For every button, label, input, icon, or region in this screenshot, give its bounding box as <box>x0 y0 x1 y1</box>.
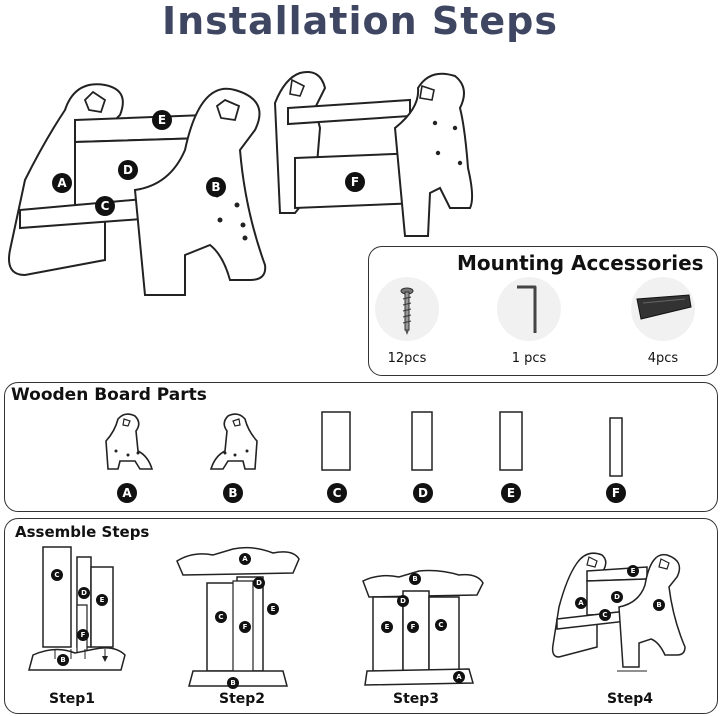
accessory-screw: 12pcs <box>375 277 439 366</box>
part-label-c: C <box>327 483 347 503</box>
page-title: Installation Steps <box>161 0 558 43</box>
hero-badge-d: D <box>118 160 138 180</box>
svg-text:F: F <box>81 631 86 639</box>
part-d-illustration <box>411 411 433 471</box>
assembled-stool-illustration: E D A C B <box>8 83 267 296</box>
step3-illustration: B D E F C A <box>362 569 484 686</box>
accessory-allen-key-qty: 1 pcs <box>511 351 547 366</box>
svg-text:F: F <box>411 623 416 631</box>
hero-badge-a: A <box>52 173 72 193</box>
svg-text:F: F <box>351 175 359 189</box>
accessory-felt-pad: 4pcs <box>631 277 695 366</box>
svg-text:B: B <box>230 679 235 687</box>
accessory-screw-qty: 12pcs <box>387 351 427 366</box>
felt-pad-icon <box>631 277 695 341</box>
svg-text:C: C <box>218 613 223 621</box>
svg-text:C: C <box>54 571 59 579</box>
part-label-e: E <box>501 483 521 503</box>
part-a-illustration <box>105 413 154 470</box>
part-label-a: A <box>117 483 137 503</box>
part-e-illustration <box>499 411 523 471</box>
svg-text:D: D <box>614 593 620 601</box>
svg-text:E: E <box>158 113 166 127</box>
accessories-title: Mounting Accessories <box>457 251 704 275</box>
svg-text:D: D <box>400 597 406 605</box>
step4-illustration: E D A C B <box>551 552 686 672</box>
svg-text:E: E <box>631 567 636 575</box>
hero-badge-c: C <box>95 196 115 216</box>
parts-title: Wooden Board Parts <box>11 385 207 405</box>
svg-text:C: C <box>602 611 607 619</box>
svg-text:D: D <box>256 579 262 587</box>
part-f-illustration <box>609 417 623 477</box>
step2-illustration: A D C E F B <box>176 546 300 689</box>
svg-text:D: D <box>81 589 87 597</box>
svg-text:F: F <box>243 623 248 631</box>
svg-text:C: C <box>101 199 110 213</box>
svg-text:E: E <box>271 605 276 613</box>
svg-text:E: E <box>385 623 390 631</box>
svg-text:E: E <box>507 486 515 500</box>
part-label-b: B <box>223 483 243 503</box>
svg-text:A: A <box>122 486 132 500</box>
mounting-accessories-panel: Mounting Accessories 12pcs 1 pcs 4pcs <box>368 246 718 376</box>
disassembled-stool-illustration: F <box>273 71 474 237</box>
svg-text:C: C <box>438 621 443 629</box>
screw-icon <box>375 277 439 341</box>
assemble-steps-panel: Assemble Steps C D E F B Step1 A D C E F… <box>4 518 718 714</box>
accessory-felt-pad-qty: 4pcs <box>647 351 679 366</box>
svg-text:A: A <box>242 555 248 563</box>
hero-badge-f: F <box>345 172 365 192</box>
svg-text:A: A <box>578 599 584 607</box>
part-label-f: F <box>606 483 626 503</box>
step4-label: Step4 <box>607 691 654 707</box>
svg-text:A: A <box>57 176 67 190</box>
step1-illustration: C D E F B <box>28 546 126 671</box>
hero-badge-b: B <box>206 177 226 197</box>
accessory-allen-key: 1 pcs <box>497 277 561 366</box>
step1-label: Step1 <box>49 691 96 707</box>
svg-text:E: E <box>100 596 105 604</box>
step3-label: Step3 <box>393 691 440 707</box>
part-label-d: D <box>413 483 433 503</box>
svg-text:A: A <box>456 673 462 681</box>
svg-text:D: D <box>123 163 133 177</box>
svg-text:B: B <box>656 601 661 609</box>
part-b-illustration <box>209 413 258 470</box>
step2-label: Step2 <box>219 691 266 707</box>
svg-text:B: B <box>60 656 65 664</box>
assemble-title: Assemble Steps <box>15 523 150 541</box>
part-c-illustration <box>321 411 351 471</box>
svg-text:C: C <box>333 486 342 500</box>
wooden-board-parts-panel: Wooden Board Parts A B C D E F <box>4 382 718 512</box>
svg-text:D: D <box>418 486 428 500</box>
svg-text:B: B <box>412 575 417 583</box>
svg-text:F: F <box>612 486 620 500</box>
svg-text:B: B <box>211 180 220 194</box>
allen-key-icon <box>497 277 561 341</box>
svg-text:B: B <box>228 486 237 500</box>
hero-badge-e: E <box>152 110 172 130</box>
